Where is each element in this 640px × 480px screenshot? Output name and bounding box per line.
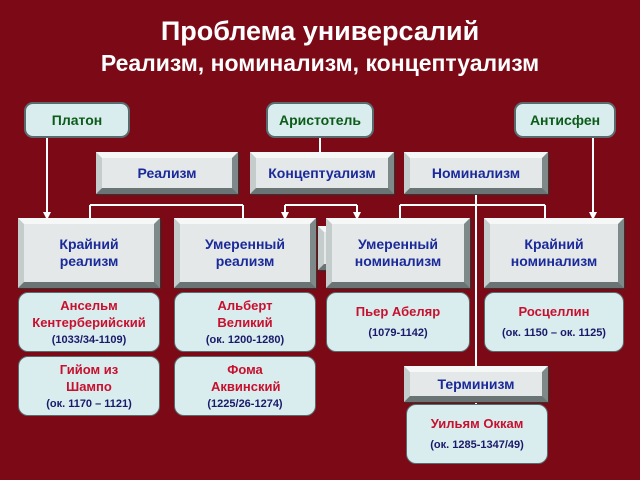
- person-name: Альберт Великий: [217, 298, 273, 330]
- page-subtitle: Реализм, номинализм, концептуализм: [100, 50, 540, 76]
- person-guillaume: Гийом из Шампо (ок. 1170 – 1121): [18, 356, 160, 416]
- school-nominalism: Номинализм: [404, 152, 548, 194]
- person-name: Росцеллин: [518, 304, 590, 319]
- person-dates: (ок. 1285-1347/49): [430, 439, 524, 451]
- person-name: Пьер Абеляр: [355, 304, 441, 319]
- page-title: Проблема универсалий: [160, 16, 480, 46]
- person-albert: Альберт Великий (ок. 1200-1280): [174, 292, 316, 352]
- philosopher-antisthenes: Антисфен: [514, 102, 616, 138]
- person-name: Уильям Оккам: [430, 416, 524, 431]
- school-terminism: Терминизм: [404, 366, 548, 402]
- person-anselm: Ансельм Кентерберийский (1033/34-1109): [18, 292, 160, 352]
- person-ockham: Уильям Оккам (ок. 1285-1347/49): [406, 404, 548, 464]
- school-realism: Реализм: [96, 152, 238, 194]
- person-dates: (ок. 1200-1280): [205, 334, 285, 346]
- branch-moderate-realism: Умеренный реализм: [174, 218, 316, 288]
- branch-extreme-realism: Крайний реализм: [18, 218, 160, 288]
- person-dates: (ок. 1170 – 1121): [46, 398, 132, 410]
- person-name: Гийом из Шампо: [59, 362, 119, 394]
- philosopher-platon: Платон: [24, 102, 130, 138]
- person-dates: (ок. 1150 – ок. 1125): [502, 327, 606, 339]
- person-thomas: Фома Аквинский (1225/26-1274): [174, 356, 316, 416]
- person-dates: (1225/26-1274): [207, 398, 283, 410]
- person-roscellinus: Росцеллин (ок. 1150 – ок. 1125): [484, 292, 624, 352]
- person-dates: (1033/34-1109): [51, 334, 127, 346]
- philosopher-aristotle: Аристотель: [266, 102, 374, 138]
- branch-moderate-nominalism: Умеренный номинализм: [326, 218, 470, 288]
- branch-extreme-nominalism: Крайний номинализм: [484, 218, 624, 288]
- person-name: Фома Аквинский: [211, 362, 281, 394]
- school-conceptualism: Концептуализм: [250, 152, 394, 194]
- person-dates: (1079-1142): [368, 327, 428, 339]
- person-name: Ансельм Кентерберийский: [32, 298, 146, 330]
- person-abelard: Пьер Абеляр (1079-1142): [326, 292, 470, 352]
